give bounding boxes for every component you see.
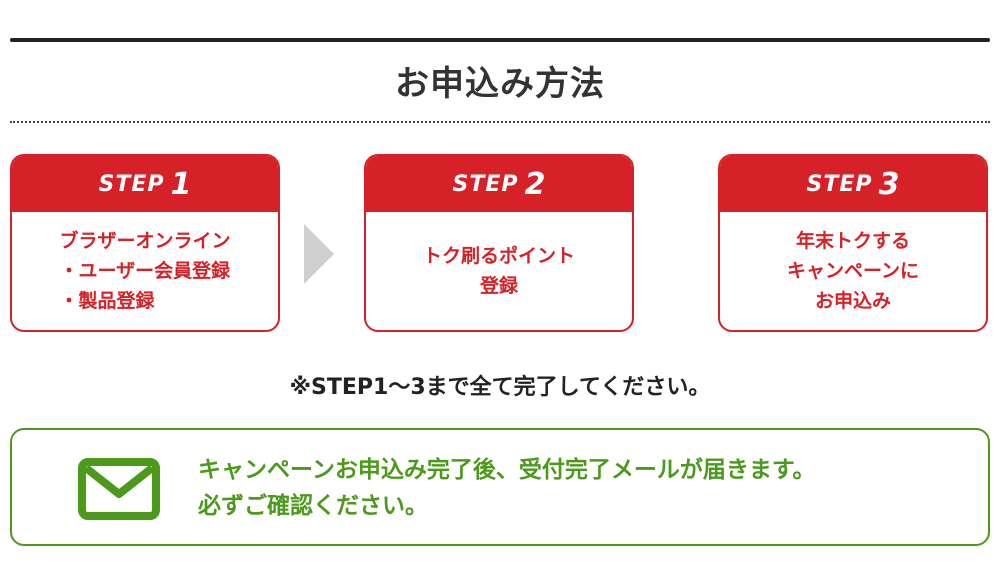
step-2-line: 登録 xyxy=(479,275,518,297)
step-1-header: STEP 1 xyxy=(12,156,278,212)
step-3-label: STEP xyxy=(806,171,873,197)
step-2-card: STEP 2 トク刷るポイント 登録 xyxy=(364,154,634,332)
step-1-label: STEP xyxy=(98,171,165,197)
step-1-line: ・ユーザー会員登録 xyxy=(59,260,231,282)
step-3-card: STEP 3 年末トクする キャンペーンに お申込み xyxy=(718,154,988,332)
step-2-line: トク刷るポイント xyxy=(422,245,575,267)
step-1-card: STEP 1 ブラザーオンライン ・ユーザー会員登録 ・製品登録 xyxy=(10,154,280,332)
step-3-number: 3 xyxy=(878,166,900,202)
notice-line-1: キャンペーンお申込み完了後、受付完了メールが届きます。 xyxy=(198,457,816,483)
notice-line-2: 必ずご確認ください。 xyxy=(198,493,428,519)
notice-text: キャンペーンお申込み完了後、受付完了メールが届きます。 必ずご確認ください。 xyxy=(198,452,968,524)
step-1-line: ・製品登録 xyxy=(59,290,155,312)
step-3-line: 年末トクする xyxy=(795,230,910,252)
step-3-line: キャンペーンに xyxy=(786,260,920,282)
chevron-right-icon xyxy=(304,224,334,284)
step-2-header: STEP 2 xyxy=(366,156,632,212)
page-title: お申込み方法 xyxy=(395,64,605,104)
completion-note: ※STEP1～3まで全て完了してください。 xyxy=(289,375,711,400)
step-1-line: ブラザーオンライン xyxy=(59,230,231,252)
mail-icon xyxy=(78,458,160,520)
step-2-number: 2 xyxy=(524,166,546,202)
top-rule xyxy=(10,38,990,42)
notice-box: キャンペーンお申込み完了後、受付完了メールが届きます。 必ずご確認ください。 xyxy=(10,428,990,546)
step-3-body: 年末トクする キャンペーンに お申込み xyxy=(720,212,986,330)
step-1-number: 1 xyxy=(170,166,192,202)
step-2-label: STEP xyxy=(452,171,519,197)
step-3-line: お申込み xyxy=(814,290,891,312)
dotted-divider xyxy=(10,121,990,123)
step-1-body: ブラザーオンライン ・ユーザー会員登録 ・製品登録 xyxy=(12,212,278,330)
step-3-header: STEP 3 xyxy=(720,156,986,212)
step-2-body: トク刷るポイント 登録 xyxy=(366,212,632,330)
